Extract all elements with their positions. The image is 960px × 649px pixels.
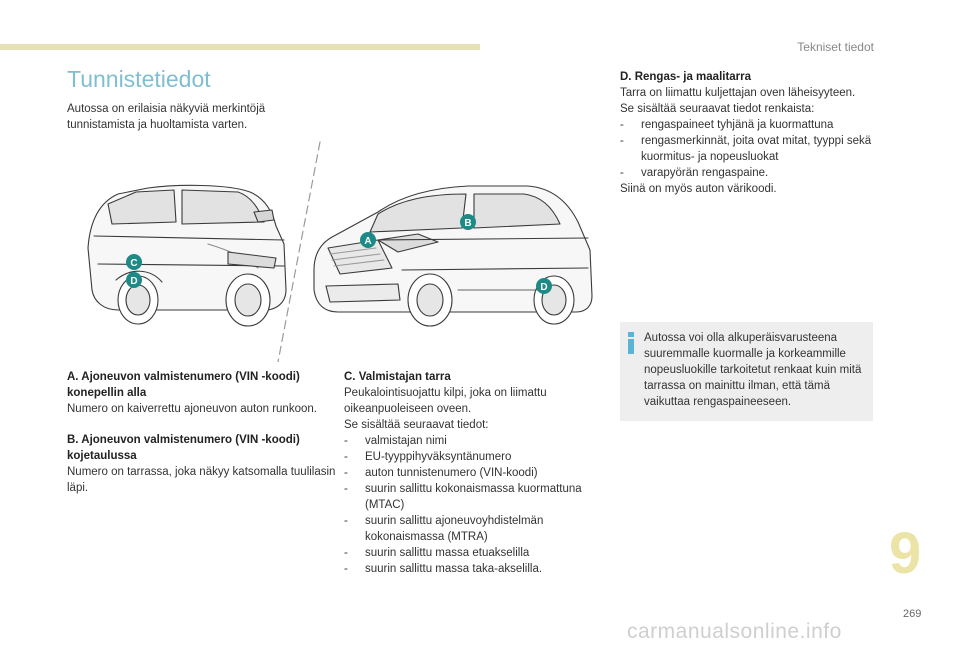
svg-text:D: D	[540, 282, 547, 293]
marker-d-left: D	[126, 272, 142, 288]
section-b: B. Ajoneuvon valmistenumero (VIN -koodi)…	[67, 432, 337, 496]
section-a-heading: A. Ajoneuvon valmistenumero (VIN -koodi)…	[67, 371, 300, 399]
list-item: suurin sallittu massa etuakselilla	[344, 545, 604, 561]
list-item: suurin sallittu ajoneuvoyhdistelmän koko…	[344, 513, 604, 545]
section-c-text1: Peukalointisuojattu kilpi, joka on liima…	[344, 387, 547, 415]
section-c: C. Valmistajan tarra Peukalointisuojattu…	[344, 369, 604, 577]
list-item: rengasmerkinnät, joita ovat mitat, tyypp…	[620, 133, 890, 165]
section-d: D. Rengas- ja maalitarra Tarra on liimat…	[620, 69, 890, 197]
section-b-heading: B. Ajoneuvon valmistenumero (VIN -koodi)…	[67, 434, 300, 462]
section-header: Tekniset tiedot	[797, 40, 874, 54]
car-rear-view	[87, 184, 287, 327]
list-item: suurin sallittu massa taka-akselilla.	[344, 561, 604, 577]
section-d-text3: Siinä on myös auton värikoodi.	[620, 183, 777, 195]
car-front-view	[313, 185, 593, 327]
svg-text:A: A	[364, 236, 371, 247]
car-identification-illustration: C D A B D	[87, 141, 593, 362]
list-item: auton tunnistenumero (VIN-koodi)	[344, 465, 604, 481]
chapter-number: 9	[889, 521, 922, 586]
intro-text: Autossa on erilaisia näkyviä merkintöjä …	[67, 103, 266, 131]
figure-divider	[277, 141, 321, 362]
section-c-heading: C. Valmistajan tarra	[344, 371, 451, 383]
section-c-text2: Se sisältää seuraavat tiedot:	[344, 419, 489, 431]
info-note-text: Autossa voi olla alkuperäisvarusteena su…	[644, 332, 862, 408]
section-c-list: valmistajan nimi EU-tyyppihyväksyntänume…	[344, 433, 604, 577]
info-icon	[628, 332, 634, 354]
section-d-list: rengaspaineet tyhjänä ja kuormattuna ren…	[620, 117, 890, 181]
section-d-text1: Tarra on liimattu kuljettajan oven lähei…	[620, 87, 856, 99]
top-accent-bar	[0, 44, 480, 50]
marker-b: B	[460, 214, 476, 230]
watermark: carmanualsonline.info	[627, 620, 842, 643]
marker-d-right: D	[536, 278, 552, 294]
marker-a: A	[360, 232, 376, 248]
list-item: suurin sallittu kokonaismassa kuormattun…	[344, 481, 604, 513]
section-a: A. Ajoneuvon valmistenumero (VIN -koodi)…	[67, 369, 337, 417]
svg-text:B: B	[464, 218, 471, 229]
svg-text:D: D	[130, 276, 137, 287]
info-note: Autossa voi olla alkuperäisvarusteena su…	[620, 322, 873, 421]
section-d-heading: D. Rengas- ja maalitarra	[620, 71, 752, 83]
svg-text:C: C	[130, 258, 137, 269]
section-b-text: Numero on tarrassa, joka näkyy katsomall…	[67, 466, 336, 494]
list-item: varapyörän rengaspaine.	[620, 165, 890, 181]
list-item: EU-tyyppihyväksyntänumero	[344, 449, 604, 465]
section-a-text: Numero on kaiverrettu ajoneuvon auton ru…	[67, 403, 317, 415]
list-item: valmistajan nimi	[344, 433, 604, 449]
page-title: Tunnistetiedot	[67, 66, 211, 92]
section-d-text2: Se sisältää seuraavat tiedot renkaista:	[620, 103, 815, 115]
marker-c: C	[126, 254, 142, 270]
list-item: rengaspaineet tyhjänä ja kuormattuna	[620, 117, 890, 133]
page-number: 269	[903, 608, 922, 620]
